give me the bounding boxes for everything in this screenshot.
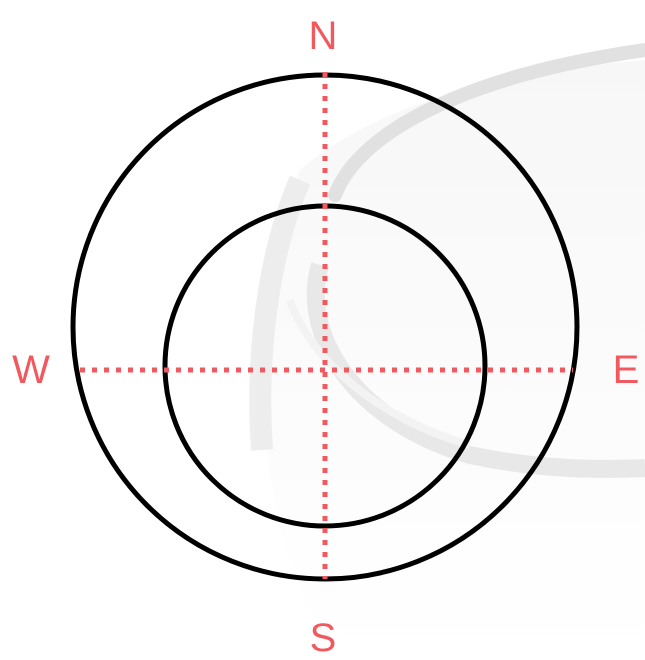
east-label: E [606, 350, 645, 390]
south-label: S [298, 618, 348, 658]
background-bowl-watermark [260, 50, 645, 659]
west-label: W [8, 350, 54, 390]
north-label: N [298, 16, 348, 56]
bowl-body [263, 60, 645, 659]
